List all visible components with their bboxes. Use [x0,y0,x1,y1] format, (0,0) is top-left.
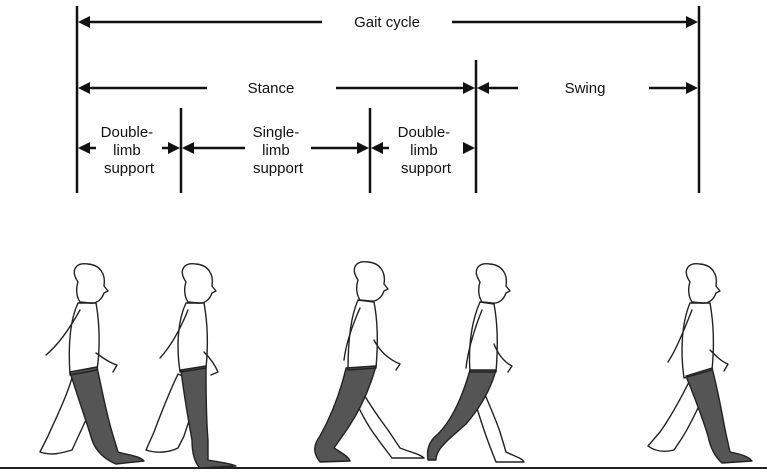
highlighted-leg [314,365,377,463]
highlighted-leg [69,366,145,465]
torso [681,302,715,379]
walking-figure-3 [314,261,425,463]
phase-brackets: Gait cycle Stance Swing Double- l [75,6,701,193]
forward-leg [469,371,525,463]
double-support-arrow-2: Double- limb support [371,124,475,177]
stance-arrow: Stance [78,80,475,97]
single-support-line-3: support [253,160,304,177]
arm [667,309,729,372]
highlighted-leg [685,367,753,464]
walking-figure-4 [426,263,525,463]
highlighted-leg [426,369,497,461]
head [73,263,109,304]
head [475,263,511,304]
double-support-arrow-1: Double- limb support [78,124,180,177]
rear-leg [647,379,707,452]
arm [45,309,118,373]
swing-arrow: Swing [477,80,698,97]
head [353,261,389,302]
swing-label: Swing [565,80,606,97]
double-support-2-line-2: limb [410,142,438,159]
stance-label: Stance [248,80,295,97]
arm [343,307,401,371]
single-support-line-1: Single- [253,124,300,141]
single-support-line-2: limb [262,142,290,159]
arm [159,309,219,376]
walking-figure-1 [39,263,145,465]
single-support-arrow: Single- limb support [182,124,369,177]
single-support-label: Single- limb support [253,124,304,177]
walking-figure-2 [145,263,237,469]
head [181,263,217,304]
torso [177,302,209,373]
double-support-2-line-3: support [401,160,452,177]
torso [68,302,100,376]
walking-figure-5 [647,263,753,464]
highlighted-leg [180,365,237,469]
torso [347,299,379,371]
gait-cycle-arrow: Gait cycle [78,14,698,31]
head [685,263,721,304]
double-support-label-1: Double- limb support [101,124,158,177]
arm [465,309,513,373]
double-support-1-line-3: support [104,160,155,177]
double-support-label-2: Double- limb support [398,124,455,177]
forward-leg [347,371,425,459]
gait-cycle-label: Gait cycle [354,14,420,31]
torso [468,301,499,373]
double-support-1-line-1: Double- [101,124,154,141]
double-support-1-line-2: limb [113,142,141,159]
double-support-2-line-1: Double- [398,124,451,141]
